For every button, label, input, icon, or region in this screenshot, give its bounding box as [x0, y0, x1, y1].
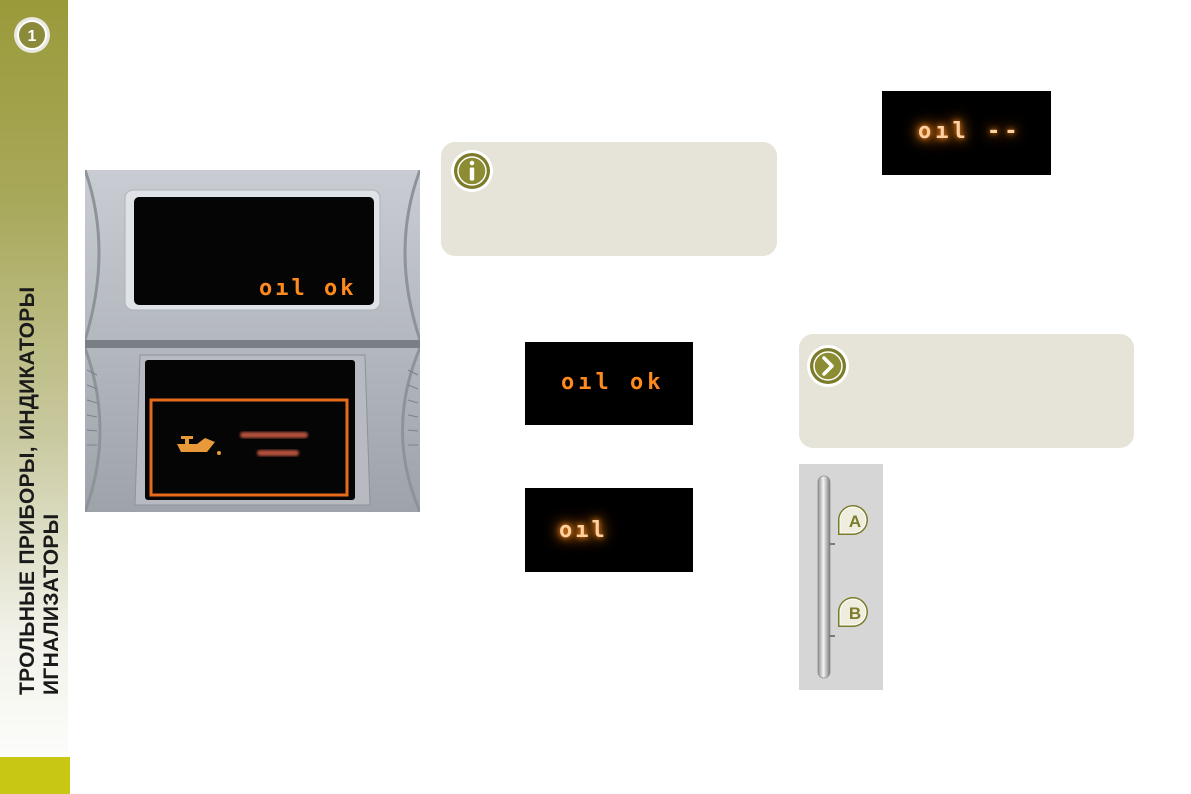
instrument-cluster-photo: oıl ok: [85, 170, 420, 512]
tip-note: [799, 334, 1134, 448]
oil-can-icon: [177, 436, 221, 455]
info-icon: [451, 150, 493, 192]
dipstick-mark-a-label: A: [849, 512, 861, 531]
info-note: [441, 142, 777, 256]
dipstick-illustration: [799, 464, 883, 690]
chapter-title-line2: ИГНАЛИЗАТОРЫ: [40, 513, 63, 696]
lcd-oil-fault-text: oıl --: [918, 119, 1022, 144]
lcd-oil-ok: oıl ok: [525, 342, 693, 425]
lcd-oil-low-text: oıl: [559, 518, 608, 543]
lcd-oil-fault: oıl --: [882, 91, 1051, 175]
chapter-title-line1: ТРОЛЬНЫЕ ПРИБОРЫ, ИНДИКАТОРЫ: [16, 286, 39, 695]
chevron-right-icon: [807, 345, 849, 387]
dipstick-mark-b-label: B: [849, 604, 861, 623]
chapter-sidebar: 1 ТРОЛЬНЫЕ ПРИБОРЫ, ИНДИКАТОРЫ ИГНАЛИЗАТ…: [0, 0, 68, 794]
upper-lcd-text: oıl ok: [259, 276, 357, 301]
page-tab: [0, 757, 70, 794]
dipstick-mark-b: B: [838, 597, 868, 627]
chapter-number: 1: [28, 28, 37, 45]
lcd-oil-ok-text: oıl ok: [561, 370, 665, 395]
chapter-title: ТРОЛЬНЫЕ ПРИБОРЫ, ИНДИКАТОРЫ ИГНАЛИЗАТОР…: [16, 287, 64, 695]
lcd-oil-low: oıl: [525, 488, 693, 572]
chapter-number-badge: 1: [14, 17, 50, 53]
dipstick-mark-a: A: [838, 505, 868, 535]
